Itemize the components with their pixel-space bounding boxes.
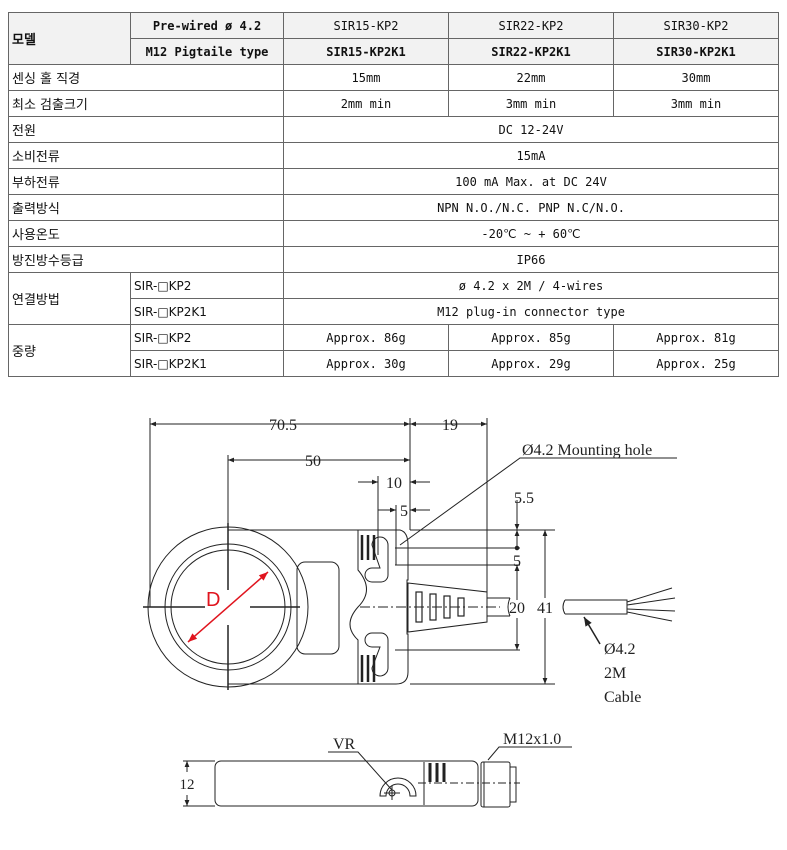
side-view <box>183 746 572 808</box>
cell: Approx. 30g <box>283 350 449 377</box>
cell: 30mm <box>613 64 779 91</box>
model-name: SIR22-KP2 <box>448 12 614 39</box>
table-row: 연결방법 SIR-□KP2 ø 4.2 x 2M / 4-wires <box>8 272 779 325</box>
table-row: 중량 SIR-□KP2 Approx. 86g Approx. 85g Appr… <box>8 324 779 377</box>
row-label: 연결방법 <box>8 272 131 325</box>
dim-5-top: 5 <box>400 503 408 520</box>
model-name: SIR15-KP2K1 <box>283 38 449 65</box>
cell: Approx. 25g <box>613 350 779 377</box>
row-label: 출력방식 <box>8 194 284 221</box>
spec-table: 모델 Pre-wired ø 4.2 SIR15-KP2 SIR22-KP2 S… <box>8 12 779 377</box>
row-label: 전원 <box>8 116 284 143</box>
header-row-prewired: 모델 Pre-wired ø 4.2 SIR15-KP2 SIR22-KP2 S… <box>8 12 779 65</box>
model-label: 모델 <box>8 12 131 65</box>
table-row: SIR-□KP2K1 Approx. 30g Approx. 29g Appro… <box>9 350 779 377</box>
dim-5-side: 5 <box>513 553 521 570</box>
thread-label: M12x1.0 <box>503 731 561 748</box>
dim-19: 19 <box>442 417 458 434</box>
row-label: 중량 <box>8 324 131 377</box>
sub-model: SIR-□KP2K1 <box>130 350 284 377</box>
cell: DC 12-24V <box>283 116 779 143</box>
dim-10: 10 <box>386 475 402 492</box>
cell: NPN N.O./N.C. PNP N.C/N.O. <box>283 194 779 221</box>
sub-model: SIR-□KP2 <box>130 272 284 299</box>
table-row: 최소 검출크기 2mm min 3mm min 3mm min <box>8 90 779 117</box>
cell: -20℃ ~ + 60℃ <box>283 220 779 247</box>
cell: Approx. 29g <box>448 350 614 377</box>
model-name: SIR22-KP2K1 <box>448 38 614 65</box>
cell: 100 mA Max. at DC 24V <box>283 168 779 195</box>
cell: ø 4.2 x 2M / 4-wires <box>283 272 779 299</box>
diameter-label: D <box>206 589 220 611</box>
mounting-hole-label: Ø4.2 Mounting hole <box>522 442 652 459</box>
vr-label: VR <box>333 736 356 753</box>
dim-70-5: 70.5 <box>269 417 297 434</box>
dim-20: 20 <box>509 600 525 617</box>
dim-5-5: 5.5 <box>514 490 534 507</box>
cell: 3mm min <box>613 90 779 117</box>
dim-12: 12 <box>180 777 195 793</box>
model-name: SIR30-KP2K1 <box>613 38 779 65</box>
cell: 22mm <box>448 64 614 91</box>
cable-length: 2M <box>604 665 626 682</box>
cable-label: Cable <box>604 689 641 706</box>
row-label: 최소 검출크기 <box>8 90 284 117</box>
header-row-m12: M12 Pigtaile type SIR15-KP2K1 SIR22-KP2K… <box>9 38 779 65</box>
red-diameter-arrow <box>187 571 269 643</box>
type-label: M12 Pigtaile type <box>130 38 284 65</box>
model-name: SIR30-KP2 <box>613 12 779 39</box>
cell: Approx. 86g <box>283 324 449 351</box>
dim-41: 41 <box>537 600 553 617</box>
cable-diameter: Ø4.2 <box>604 641 636 658</box>
sub-model: SIR-□KP2 <box>130 324 284 351</box>
dim-50: 50 <box>305 453 321 470</box>
table-row: 센싱 홀 직경 15mm 22mm 30mm <box>8 64 779 91</box>
cell: 3mm min <box>448 90 614 117</box>
